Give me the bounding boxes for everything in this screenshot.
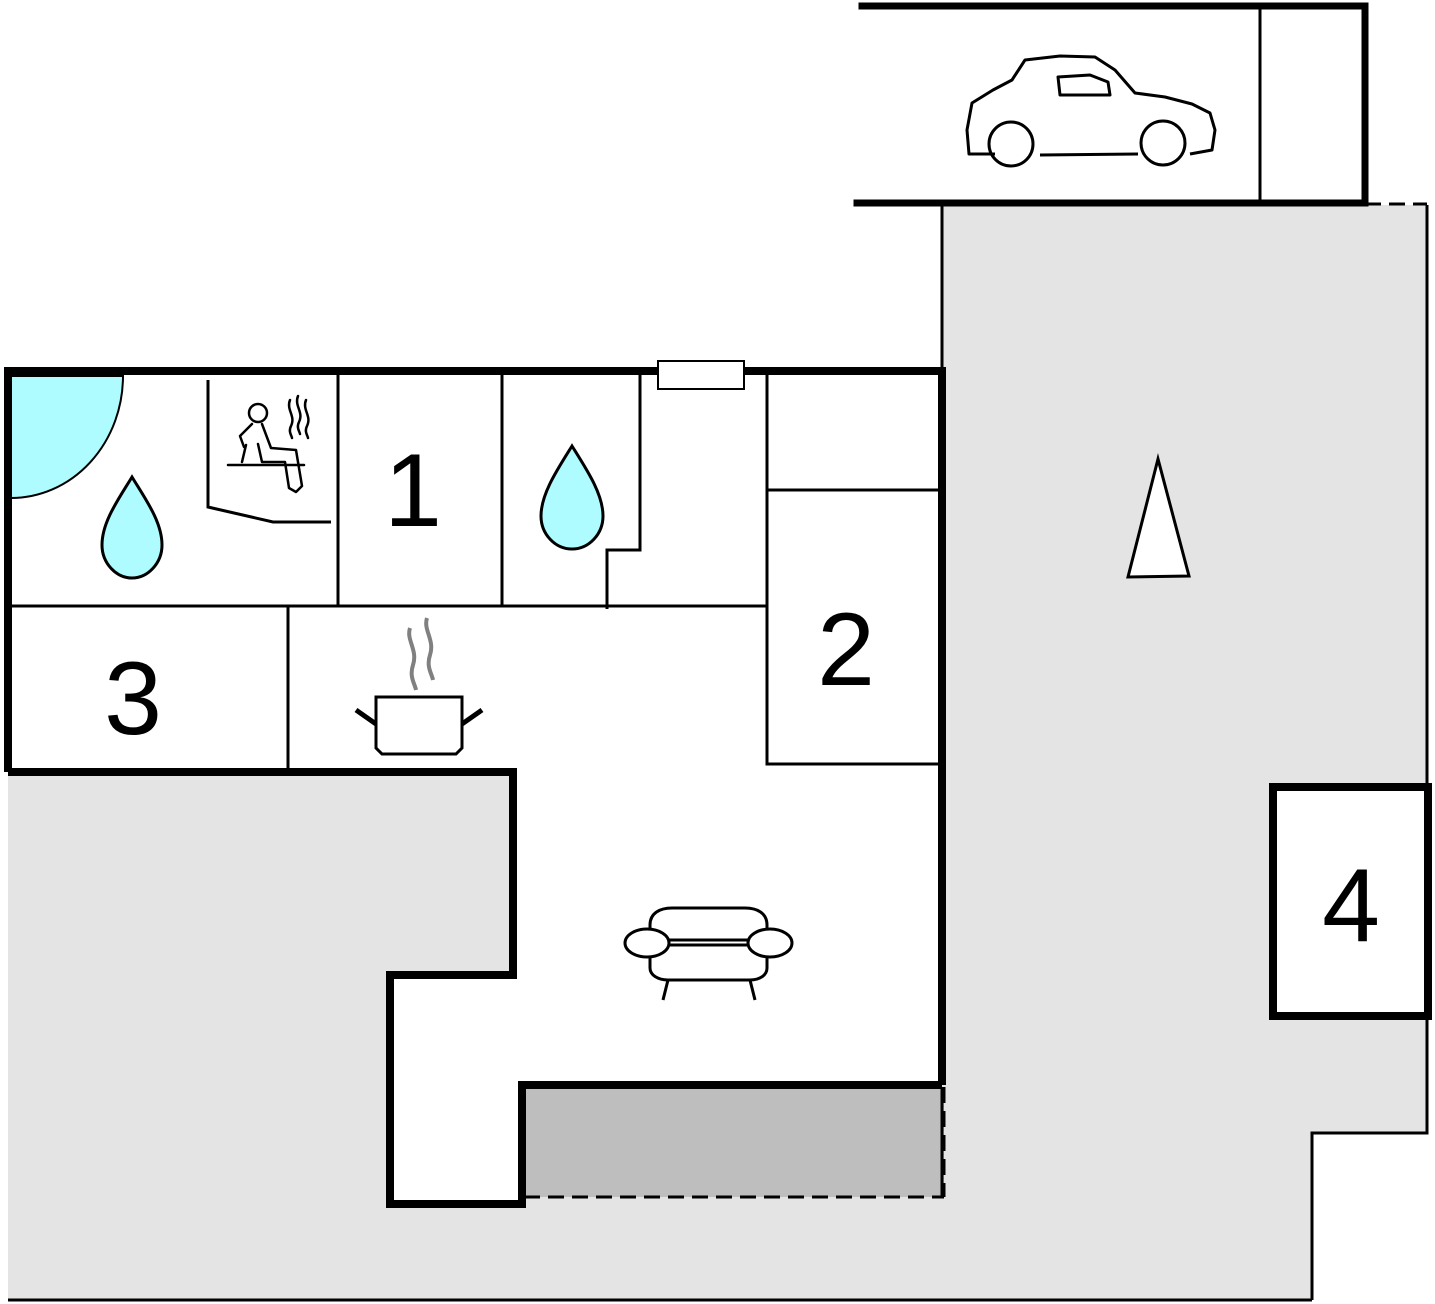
outdoor-area [8,205,1427,1300]
water-drop-icon [539,443,605,551]
cooking-pot-icon [354,617,484,756]
room-number-1: 1 [384,433,442,549]
tree-icon [1126,453,1191,579]
exterior-walls [4,367,946,1208]
room-number-2: 2 [817,592,875,708]
car-icon [965,54,1217,168]
outdoor-area-right [8,205,1427,1300]
window-icon [657,360,745,390]
interior-walls [8,205,1429,1300]
room-number-3: 3 [104,641,162,757]
room-4-box [1269,783,1432,1020]
water-drop-icon [100,474,164,580]
sofa-icon [623,906,794,1001]
shower-quarter-circle-icon [10,375,125,500]
carport [853,2,1369,207]
room-number-4: 4 [1322,848,1380,964]
terrace [524,1087,944,1197]
dashed-boundaries [524,202,1427,1199]
sauna-icon [226,394,310,494]
